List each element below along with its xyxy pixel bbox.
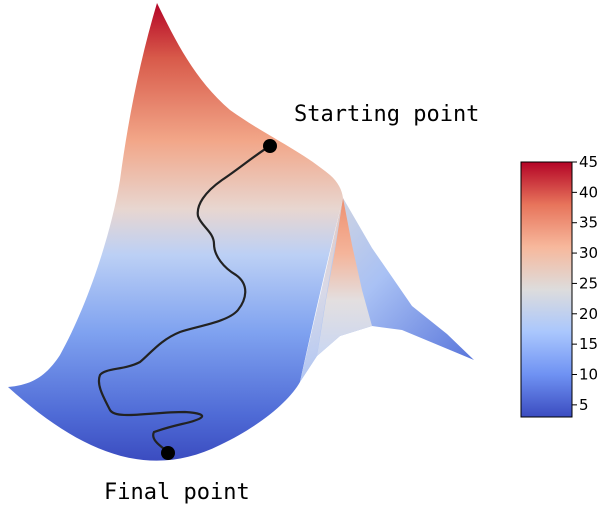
- colorbar-tick-label: 35: [579, 214, 598, 232]
- colorbar-tick-label: 45: [579, 153, 598, 171]
- colorbar-tick-label: 10: [579, 366, 598, 384]
- surface-ridge: [317, 198, 372, 356]
- colorbar-tick-label: 20: [579, 305, 598, 323]
- colorbar-tick-label: 15: [579, 335, 598, 353]
- colorbar-tick-label: 5: [579, 396, 589, 414]
- final-point-marker: [161, 446, 175, 460]
- colorbar-tick-label: 30: [579, 244, 598, 262]
- surface-inner-band: [300, 198, 343, 382]
- start-point-label: Starting point: [294, 102, 479, 127]
- descent-path: [97, 145, 271, 453]
- start-point-marker: [263, 139, 277, 153]
- colorbar-tick-label: 25: [579, 274, 598, 292]
- final-point-label: Final point: [104, 480, 250, 505]
- surface-main: [8, 3, 343, 461]
- colorbar-tick-label: 40: [579, 183, 598, 201]
- colorbar-gradient: [520, 161, 573, 418]
- colorbar-ticks: 5 10 15 20 25 30 35 40 45: [572, 153, 598, 414]
- colorbar: 5 10 15 20 25 30 35 40 45: [520, 153, 598, 418]
